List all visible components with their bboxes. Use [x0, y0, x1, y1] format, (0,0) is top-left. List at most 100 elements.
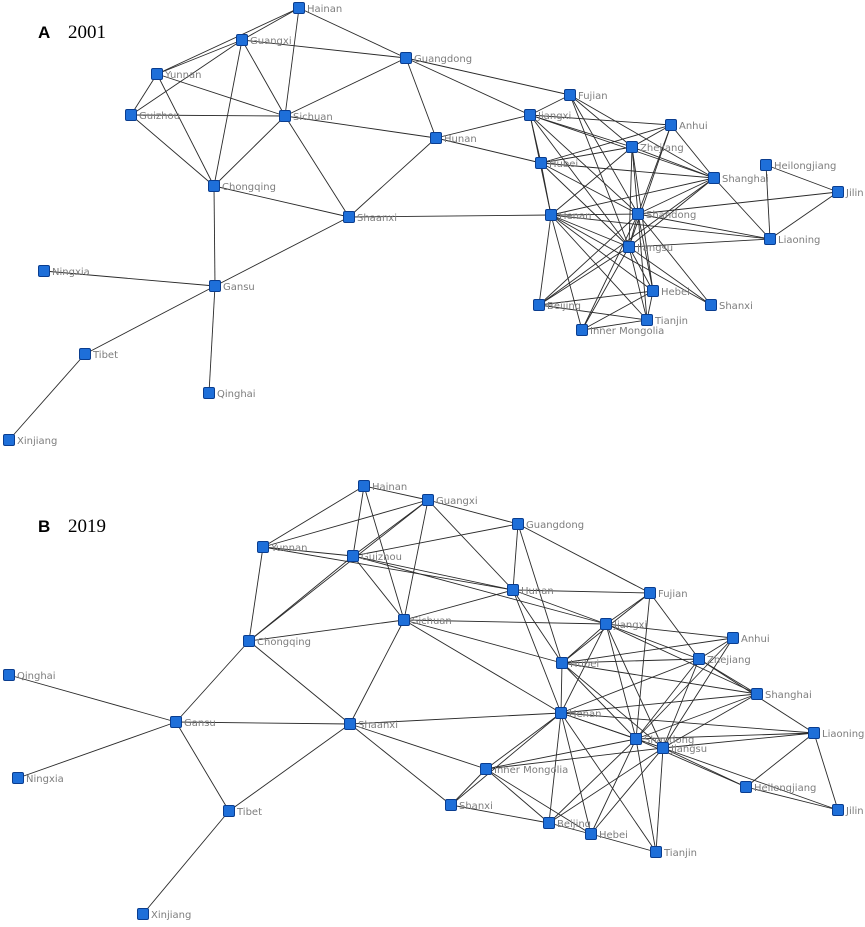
panel-b-node-chongqing: Chongqing: [243, 635, 311, 648]
panel-b-edge-jiangsu-tianjin: [655, 747, 664, 853]
panel-b-node-marker-zhejiang: [693, 653, 705, 665]
panel-b-node-marker-guangdong: [512, 518, 524, 530]
panel-a-node-marker-fujian: [564, 89, 576, 101]
panel-a-node-ningxia: Ningxia: [38, 265, 90, 278]
panel-b-edge-gansu-qinghai: [8, 674, 177, 723]
panel-b-node-label-yunnan: Yunnan: [270, 543, 307, 554]
panel-b-node-label-xinjiang: Xinjiang: [151, 910, 191, 921]
panel-a-node-heilongjiang: Heilongjiang: [760, 159, 836, 172]
panel-a-node-label-guangdong: Guangdong: [414, 54, 472, 65]
panel-a-edge-jiangxi-shandong: [529, 114, 639, 215]
panel-b-node-marker-sichuan: [398, 614, 410, 626]
panel-b-node-label-fujian: Fujian: [658, 589, 688, 600]
panel-a-edge-fujian-jiangsu: [569, 94, 630, 248]
panel-b-edge-innermongolia-beijing: [485, 768, 550, 824]
panel-b-node-marker-henan: [555, 707, 567, 719]
panel-b-node-marker-fujian: [644, 587, 656, 599]
panel-a-node-marker-qinghai: [203, 387, 215, 399]
panel-a-node-guangxi: Guangxi: [236, 34, 292, 47]
panel-b-edge-gansu-tibet: [175, 721, 230, 812]
panel-a-node-gansu: Gansu: [209, 280, 255, 293]
panel-a-node-label-jilin: Jilin: [845, 188, 864, 199]
panel-a-node-henan: Henan: [545, 209, 591, 222]
panel-b-node-shaanxi: Shaanxi: [344, 718, 398, 731]
panel-b-node-label-guangdong: Guangdong: [526, 520, 584, 531]
panel-a-node-marker-jilin: [832, 186, 844, 198]
panel-b-edge-shaanxi-tibet: [228, 723, 351, 812]
panel-a-node-marker-heilongjiang: [760, 159, 772, 171]
panel-a-network: A 2001 HainanGuangxiYunnanGuangdongGuizh…: [3, 2, 864, 447]
panel-a-edge-hubei-henan: [540, 162, 552, 216]
panel-b-edge-henan-liaoning: [560, 712, 815, 734]
panel-a-edge-gansu-qinghai: [208, 285, 216, 394]
panel-b-edge-jiangxi-henan: [560, 623, 607, 714]
panel-a-node-marker-shanghai: [708, 172, 720, 184]
panel-b-edge-guizhou-sichuan: [352, 555, 405, 621]
panel-b-edge-hubei-shanghai: [561, 662, 758, 695]
panel-b-node-shandong: Shandong: [630, 733, 694, 746]
panel-a-edges: [8, 7, 839, 441]
panel-a-node-hainan: Hainan: [293, 2, 342, 15]
panel-b-node-qinghai: Qinghai: [3, 669, 56, 682]
panel-a-node-label-sichuan: Sichuan: [293, 112, 333, 123]
panel-b-edge-henan-hebei: [560, 712, 592, 835]
panel-b-node-marker-xinjiang: [137, 908, 149, 920]
panel-b-nodes: HainanGuangxiGuangdongYunnanGuizhouHunan…: [3, 480, 864, 921]
panel-b-edge-innermongolia-shanxi: [450, 768, 487, 806]
panel-b-node-marker-shanghai: [751, 688, 763, 700]
panel-b-node-beijing: Beijing: [543, 817, 591, 830]
panel-b-edge-shandong-innermongolia: [485, 738, 637, 770]
panel-b-edge-jiangxi-jiangsu: [605, 623, 664, 749]
panel-a-node-marker-beijing: [533, 299, 545, 311]
panel-b-edge-hunan-fujian: [512, 589, 651, 594]
panel-b-edge-guangdong-fujian: [517, 523, 651, 594]
panel-a-edge-henan-liaoning: [550, 214, 771, 240]
panel-a-edge-hubei-shandong: [540, 162, 639, 215]
panel-a-edge-chongqing-gansu: [213, 185, 216, 287]
panel-b-node-marker-anhui: [727, 632, 739, 644]
panel-a-node-marker-hunan: [430, 132, 442, 144]
panel-b-edge-henan-beijing: [548, 712, 562, 824]
panel-b-edge-sichuan-hunan: [403, 589, 514, 621]
panel-a-edge-guangdong-jiangxi: [405, 57, 531, 116]
panel-a-edge-zhejiang-henan: [550, 146, 633, 216]
panel-b-node-marker-ningxia: [12, 772, 24, 784]
panel-b-node-fujian: Fujian: [644, 587, 688, 600]
panel-b-edge-sichuan-jiangxi: [403, 619, 607, 625]
panel-a-node-label-tianjin: Tianjin: [654, 316, 688, 327]
panel-b-node-xinjiang: Xinjiang: [137, 908, 191, 921]
panel-a-edge-chongqing-shaanxi: [213, 185, 350, 218]
panel-b-edge-liaoning-heilongjiang: [745, 732, 815, 788]
panel-b-node-shanghai: Shanghai: [751, 688, 812, 701]
panel-a-edge-guangxi-yunnan: [156, 39, 243, 75]
panel-a-edge-yunnan-chongqing: [156, 73, 215, 187]
panel-b-node-henan: Henan: [555, 707, 601, 720]
panel-b-edge-shaanxi-shanxi: [349, 723, 452, 806]
panel-b-edge-fujian-shandong: [635, 592, 651, 740]
panel-b-edge-jiangsu-innermongolia: [485, 747, 664, 770]
panel-b-node-jiangsu: Jiangsu: [657, 742, 707, 755]
panel-a-edge-guangdong-fujian: [405, 57, 571, 96]
panel-b-node-marker-shanxi: [445, 799, 457, 811]
panel-a-node-marker-henan: [545, 209, 557, 221]
panel-b-node-guizhou: Guizhou: [347, 550, 402, 563]
panel-a-node-label-shaanxi: Shaanxi: [357, 213, 397, 224]
panel-a-edge-shaanxi-gansu: [214, 216, 350, 287]
panel-b-node-hubei: Hubei: [556, 657, 599, 670]
panel-b-edge-shandong-tianjin: [635, 738, 657, 853]
panel-b-edge-hubei-jiangsu: [561, 662, 664, 749]
panel-b-edge-hainan-yunnan: [262, 485, 365, 548]
panel-b-edge-anhui-hubei: [561, 637, 734, 664]
panel-a-edge-anhui-hubei: [540, 124, 672, 164]
panel-a-node-marker-shaanxi: [343, 211, 355, 223]
panel-b-edge-shanghai-henan: [560, 693, 758, 714]
panel-a-node-guangdong: Guangdong: [400, 52, 472, 65]
panel-b-edge-zhejiang-hubei: [561, 658, 700, 664]
panel-b-edge-shanghai-jiangsu: [662, 693, 758, 749]
panel-b-edge-anhui-shandong: [635, 637, 734, 740]
panel-a-node-label-shanxi: Shanxi: [719, 301, 753, 312]
panel-a-node-yunnan: Yunnan: [151, 68, 201, 81]
panel-a-edge-hunan-shaanxi: [348, 137, 437, 218]
panel-a-edge-yunnan-guizhou: [130, 73, 158, 116]
